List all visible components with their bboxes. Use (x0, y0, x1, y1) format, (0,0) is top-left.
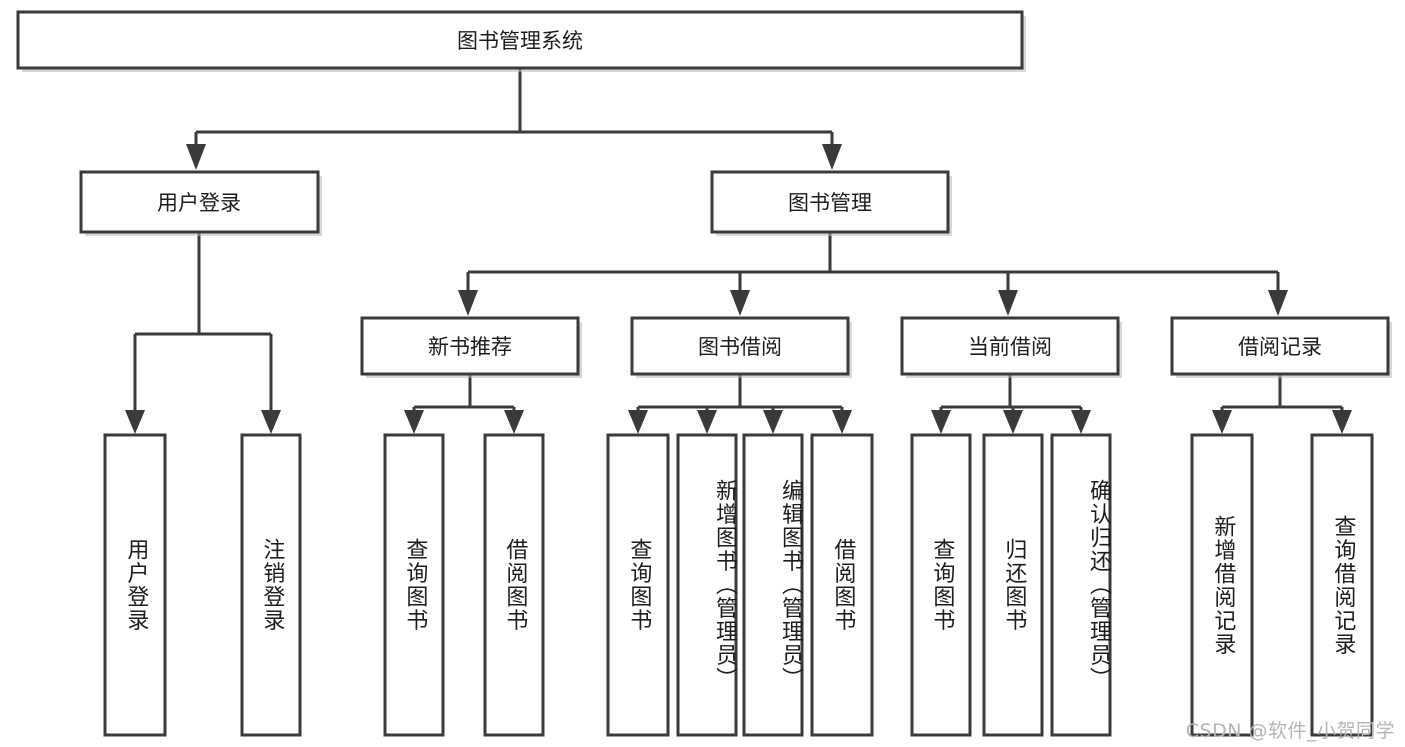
node-new-book-recommend-rect[interactable] (360, 316, 580, 376)
node-book-management[interactable]: 图书管理 (710, 170, 952, 236)
node-root-label: 图书管理系统 (457, 29, 583, 53)
arrow-head-record (1268, 290, 1288, 316)
leaf-box-borrow-book-1[interactable] (483, 433, 545, 737)
leaf-box-query-book-2[interactable] (606, 433, 670, 737)
leaf-box-query-book-3[interactable] (910, 433, 972, 737)
node-user-login-label: 用户登录 (157, 191, 241, 215)
leaf-box-user-login[interactable] (103, 433, 167, 737)
arrow-head-current (998, 290, 1018, 316)
node-book-borrow-label: 图书借阅 (698, 335, 782, 359)
leaf-box-query-book-1[interactable] (383, 433, 445, 737)
arrow-head-leaf-q3 (931, 410, 951, 434)
node-user-login[interactable]: 用户登录 (79, 170, 322, 236)
node-book-borrow-rect[interactable] (630, 316, 850, 376)
leaf-box-logout[interactable] (240, 433, 302, 737)
arrow-head-leaf-return (1003, 410, 1023, 434)
leaf-box-add-record[interactable] (1190, 433, 1254, 737)
connector-group-user-login-to-leaves (125, 232, 281, 434)
connector-group-book-mgmt-to-level3 (458, 232, 1288, 316)
node-current-borrow[interactable]: 当前借阅 (900, 316, 1122, 378)
node-new-book-recommend-label: 新书推荐 (428, 335, 512, 359)
node-current-borrow-rect[interactable] (900, 316, 1120, 376)
connector-group-borrow-to-leaves (628, 374, 852, 434)
arrow-head-leaf-add (697, 410, 717, 434)
arrow-head-leaf-q1 (404, 410, 424, 434)
node-root-rect[interactable] (16, 10, 1024, 70)
arrow-head-leaf-user-login (125, 410, 145, 434)
connector-group-record-to-leaves (1212, 374, 1352, 434)
leaf-box-add-book[interactable] (676, 433, 738, 737)
leaf-box-query-record[interactable] (1310, 433, 1374, 737)
node-book-management-label: 图书管理 (788, 191, 872, 215)
connector-group-current-to-leaves (931, 374, 1091, 434)
node-borrow-record-label: 借阅记录 (1238, 335, 1322, 359)
arrow-head-borrow (730, 290, 750, 316)
connector-group-new-rec-to-leaves (404, 374, 524, 434)
leaf-boxes (103, 433, 1374, 737)
leaf-box-edit-book[interactable] (742, 433, 804, 737)
arrow-head-new-rec (458, 290, 478, 316)
node-borrow-record-rect[interactable] (1170, 316, 1390, 376)
node-book-borrow[interactable]: 图书借阅 (630, 316, 852, 378)
arrow-head-book-mgmt (822, 144, 842, 170)
arrow-head-leaf-b1 (504, 410, 524, 434)
connector-group-root-to-level2 (186, 68, 842, 170)
arrow-head-leaf-q2 (628, 410, 648, 434)
leaf-box-borrow-book-2[interactable] (810, 433, 874, 737)
arrow-head-leaf-confirm (1071, 410, 1091, 434)
node-root[interactable]: 图书管理系统 (16, 10, 1026, 72)
arrow-head-leaf-addrec (1212, 410, 1232, 434)
node-user-login-rect[interactable] (79, 170, 320, 234)
arrow-head-leaf-logout (261, 410, 281, 434)
leaf-box-confirm-return[interactable] (1050, 433, 1112, 737)
arrow-head-leaf-edit (763, 410, 783, 434)
node-borrow-record[interactable]: 借阅记录 (1170, 316, 1392, 378)
arrow-head-user-login (186, 144, 206, 170)
node-current-borrow-label: 当前借阅 (968, 335, 1052, 359)
arrow-head-leaf-qrec (1332, 410, 1352, 434)
leaf-box-return-book[interactable] (982, 433, 1044, 737)
node-new-book-recommend[interactable]: 新书推荐 (360, 316, 582, 378)
arrow-head-leaf-b2 (832, 410, 852, 434)
watermark-text: CSDN @软件_小贺同学 (1185, 720, 1395, 742)
node-book-management-rect[interactable] (710, 170, 950, 234)
